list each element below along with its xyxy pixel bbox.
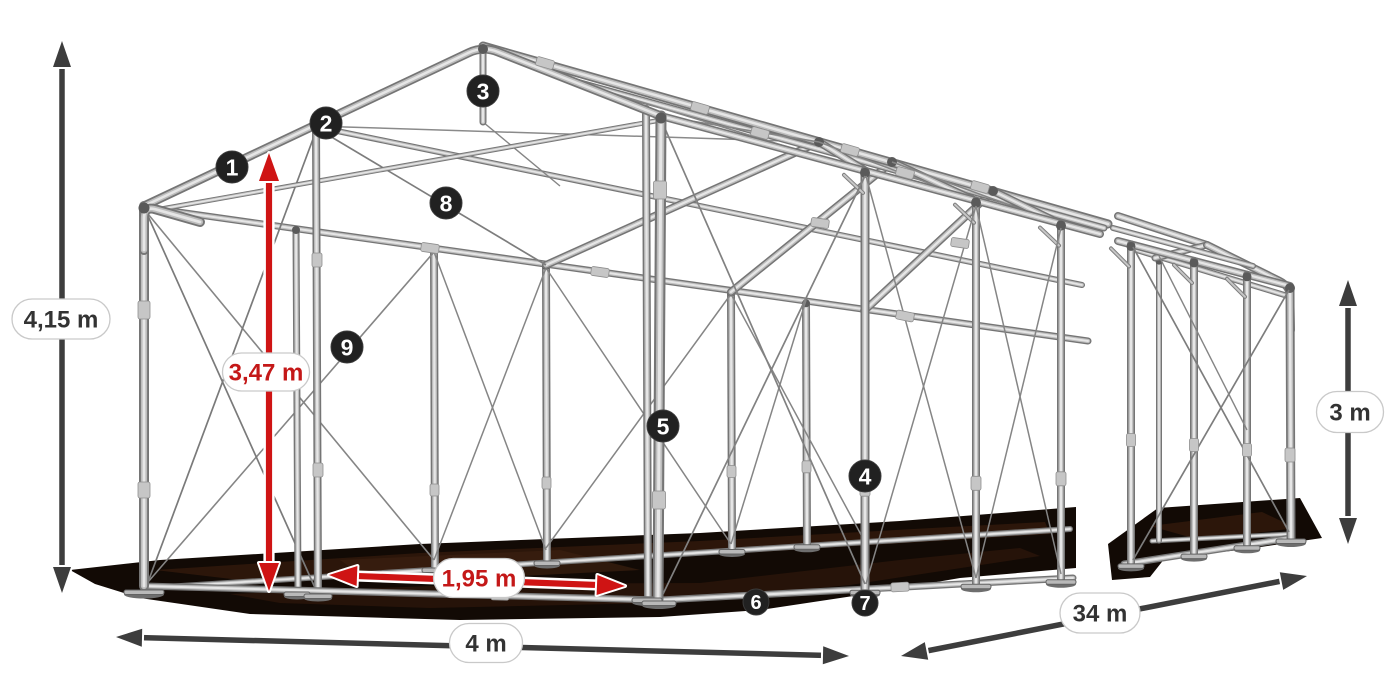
svg-text:4: 4 [859, 463, 872, 489]
svg-text:34 m: 34 m [1073, 600, 1128, 627]
svg-text:1,95 m: 1,95 m [442, 565, 517, 592]
svg-text:3,47 m: 3,47 m [229, 359, 304, 386]
svg-text:9: 9 [341, 334, 354, 360]
svg-text:4 m: 4 m [465, 630, 506, 657]
svg-text:4,15 m: 4,15 m [24, 306, 99, 333]
svg-text:2: 2 [320, 110, 333, 136]
svg-text:1: 1 [226, 154, 239, 180]
svg-text:3: 3 [477, 78, 490, 104]
svg-text:8: 8 [440, 190, 453, 216]
svg-text:6: 6 [750, 592, 761, 614]
svg-text:5: 5 [657, 413, 670, 439]
svg-text:3 m: 3 m [1329, 399, 1370, 426]
svg-text:7: 7 [859, 593, 870, 615]
